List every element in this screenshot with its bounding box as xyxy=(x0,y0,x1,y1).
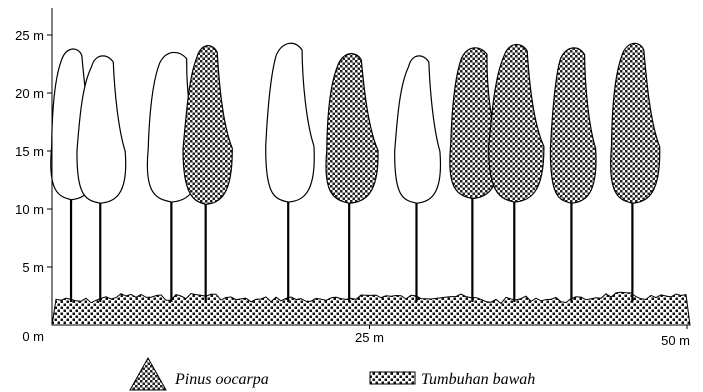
y-tick-label: 15 m xyxy=(15,144,44,159)
legend: Pinus oocarpa Tumbuhan bawah xyxy=(130,358,535,390)
y-tick-label: 5 m xyxy=(22,260,44,275)
y-tick-label: 20 m xyxy=(15,86,44,101)
understory-ground xyxy=(52,292,690,325)
x-tick-label: 25 m xyxy=(355,330,384,345)
y-tick-label: 10 m xyxy=(15,202,44,217)
y-tick-label: 0 m xyxy=(22,329,44,344)
pinus-legend-label: Pinus oocarpa xyxy=(174,371,269,388)
pinus-tree-crown xyxy=(183,46,232,205)
tree-group xyxy=(51,43,660,302)
y-axis-ticks: 0 m 5 m 10 m 15 m 20 m 25 m xyxy=(15,28,52,344)
pinus-tree-crown xyxy=(489,44,544,202)
y-tick-label: 25 m xyxy=(15,28,44,43)
understory-band xyxy=(52,292,690,325)
x-tick-label: 50 m xyxy=(661,333,690,348)
tree-crown xyxy=(266,43,315,202)
x-axis-ticks: 25 m 50 m xyxy=(355,325,690,348)
pinus-legend-icon xyxy=(130,358,166,390)
pinus-tree-crown xyxy=(550,48,596,203)
pinus-tree-crown xyxy=(326,54,378,204)
pinus-tree-crown xyxy=(611,43,660,203)
understory-legend-icon xyxy=(370,372,415,384)
understory-legend-label: Tumbuhan bawah xyxy=(421,371,535,388)
tree-crown xyxy=(395,56,441,203)
